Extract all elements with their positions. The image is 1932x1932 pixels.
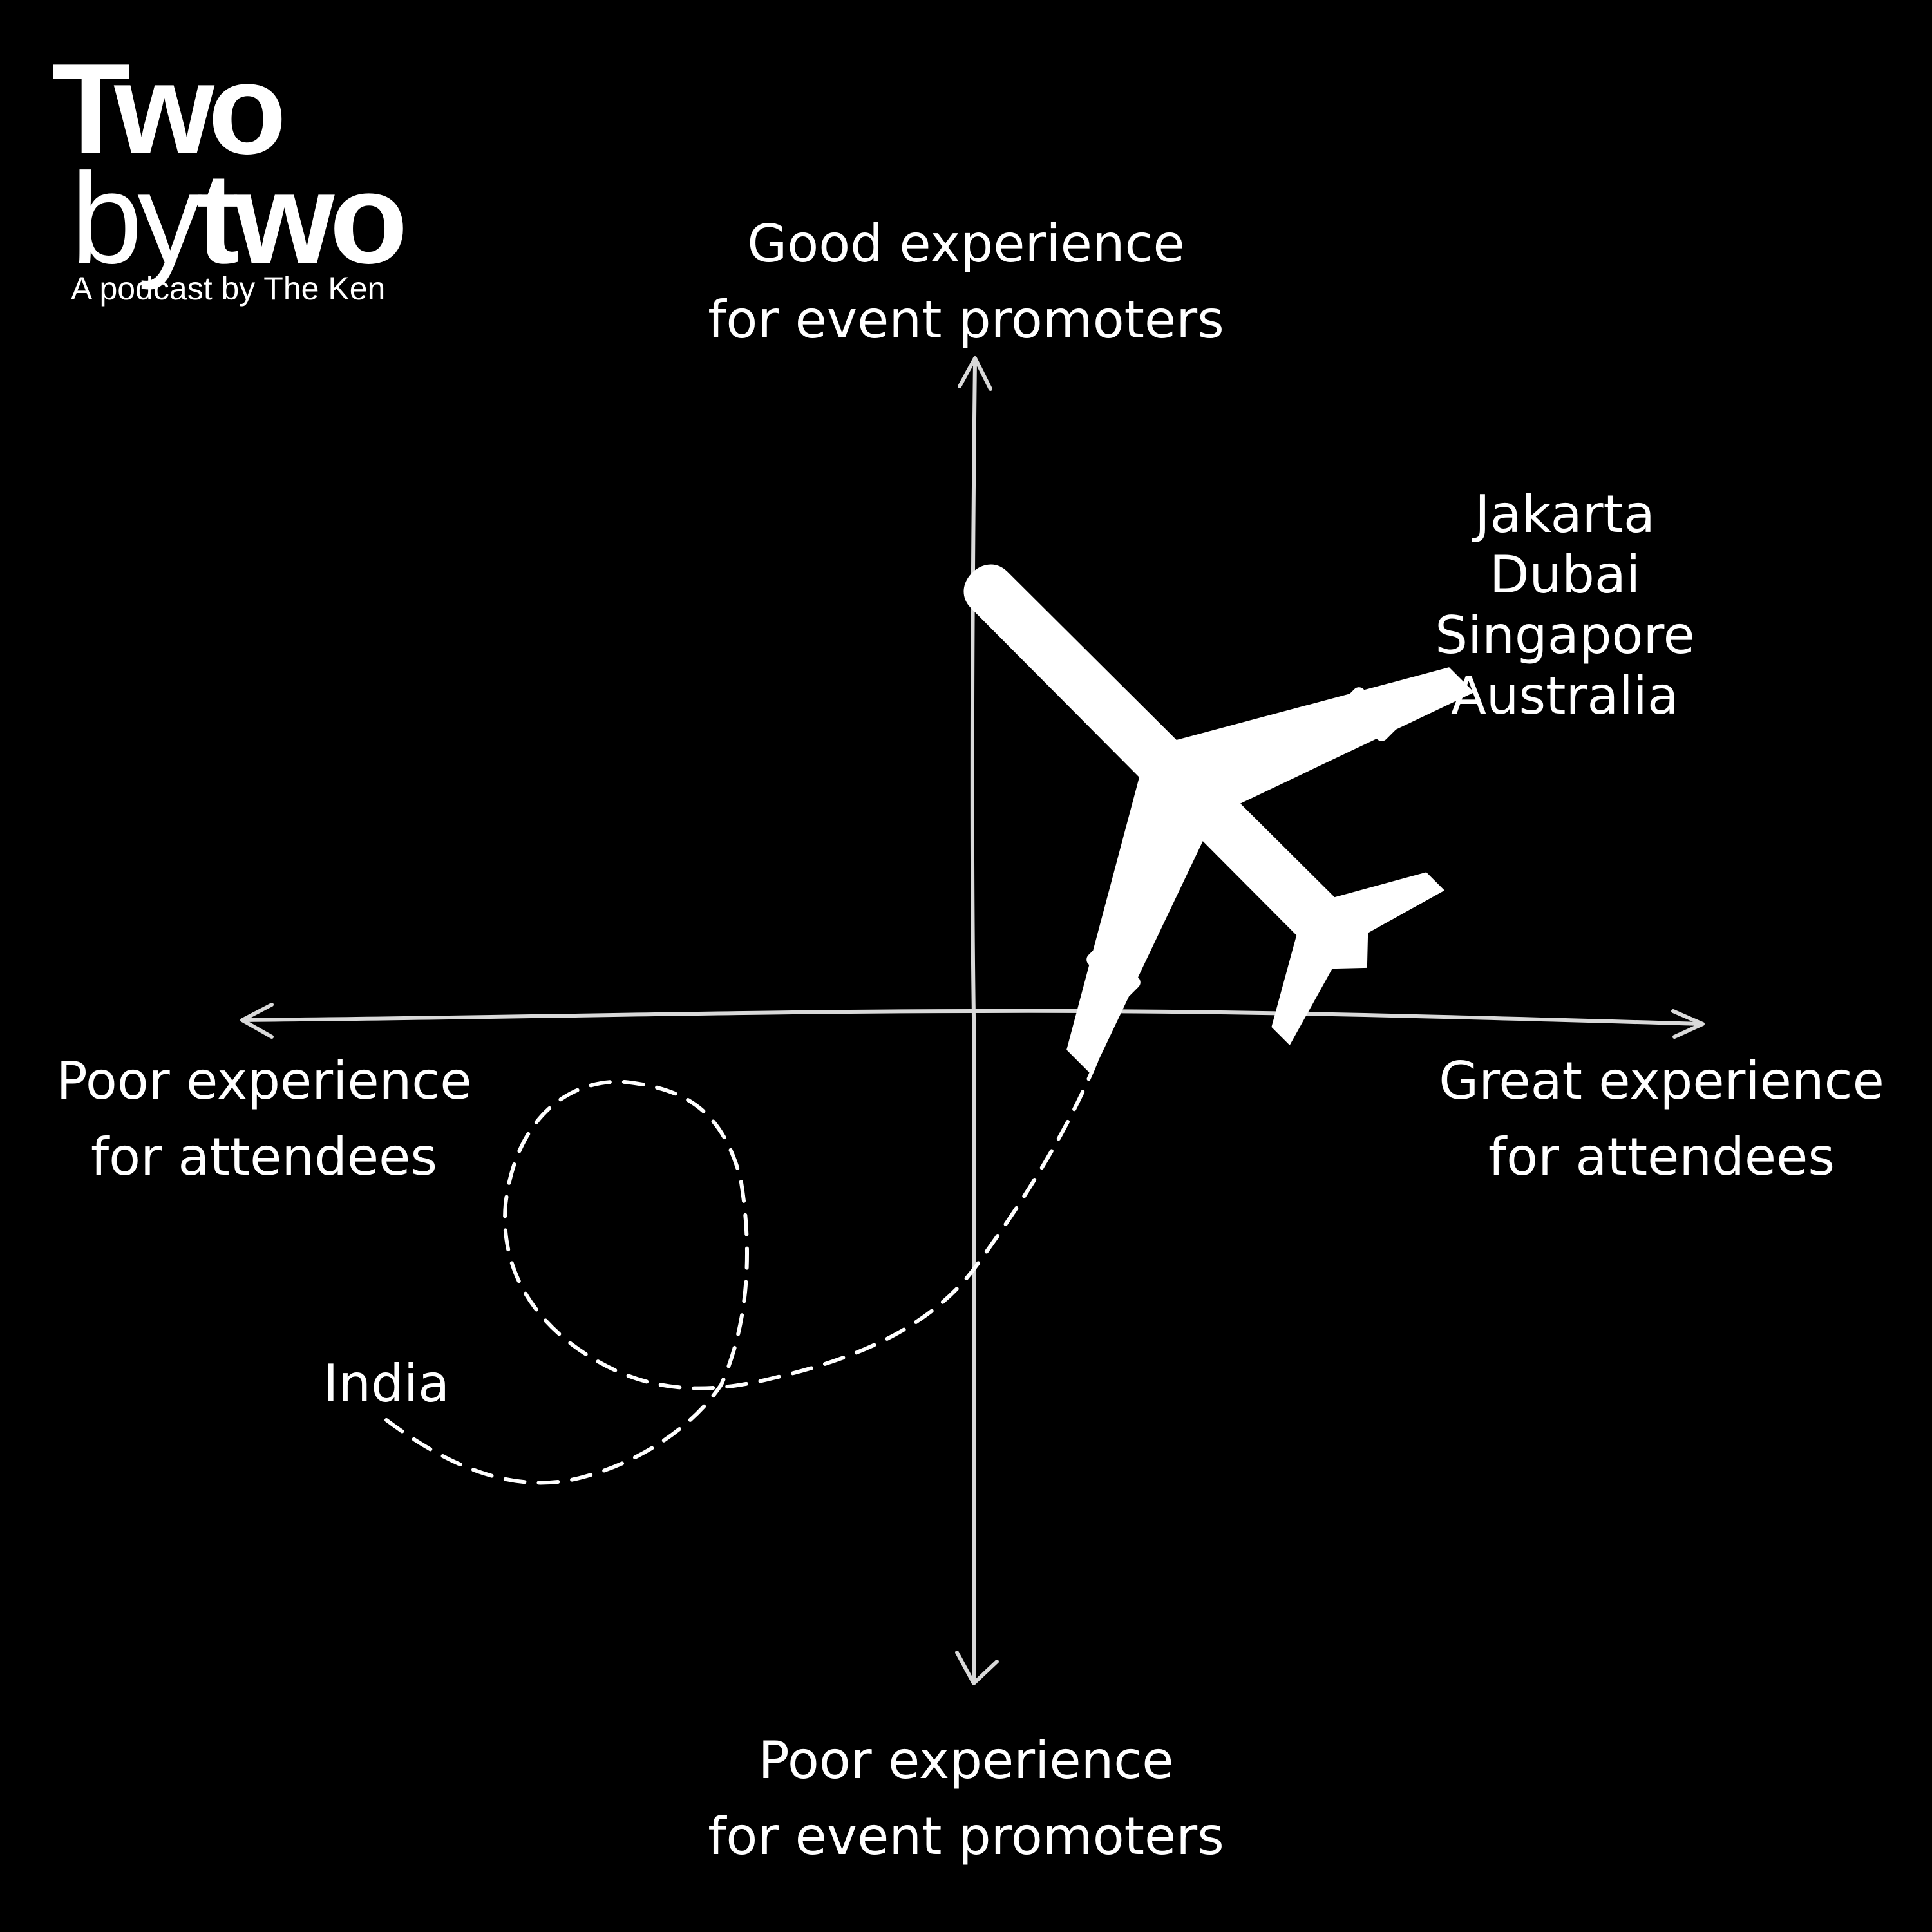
horizontal-axis bbox=[242, 1009, 1703, 1026]
horizontal-axis-left-arrowhead bbox=[240, 1003, 274, 1039]
logo-tagline: A podcast by The Ken bbox=[71, 270, 386, 307]
destination-dubai: Dubai bbox=[1489, 545, 1641, 605]
vertical-axis bbox=[970, 359, 977, 1683]
axis-label-top-line1: Good experience bbox=[747, 214, 1185, 274]
origin-label: India bbox=[323, 1354, 450, 1414]
axis-label-top: Good experience for event promoters bbox=[676, 206, 1256, 358]
axis-label-left-line2: for attendees bbox=[90, 1127, 437, 1187]
axis-label-bottom-line2: for event promoters bbox=[708, 1806, 1224, 1866]
logo-title-by: by bbox=[71, 147, 202, 290]
flight-path-dashed bbox=[384, 925, 1142, 1485]
vertical-axis-top-arrowhead bbox=[958, 356, 992, 391]
podcast-logo: Two bytwo A podcast by The Ken bbox=[52, 45, 451, 316]
destination-singapore: Singapore bbox=[1435, 605, 1695, 665]
axis-label-bottom: Poor experience for event promoters bbox=[676, 1723, 1256, 1875]
axis-label-right-line1: Great experience bbox=[1439, 1051, 1884, 1111]
destination-australia: Australia bbox=[1451, 666, 1679, 726]
axis-label-left: Poor experience for attendees bbox=[39, 1043, 489, 1195]
vertical-axis-bottom-arrowhead bbox=[955, 1651, 999, 1685]
axis-label-right: Great experience for attendees bbox=[1417, 1043, 1906, 1195]
axis-label-right-line2: for attendees bbox=[1488, 1127, 1835, 1187]
destination-jakarta: Jakarta bbox=[1475, 484, 1655, 544]
horizontal-axis-right-arrowhead bbox=[1671, 1009, 1705, 1039]
axis-label-top-line2: for event promoters bbox=[708, 290, 1224, 350]
logo-title-two: Two bbox=[52, 37, 287, 181]
axis-label-left-line1: Poor experience bbox=[56, 1051, 472, 1111]
destinations-list: Jakarta Dubai Singapore Australia bbox=[1404, 484, 1726, 726]
axis-label-bottom-line1: Poor experience bbox=[758, 1730, 1174, 1790]
logo-title-by-two: bytwo bbox=[71, 155, 408, 283]
airplane-icon bbox=[963, 564, 1475, 1075]
logo-title-two-bold: two bbox=[196, 147, 408, 290]
